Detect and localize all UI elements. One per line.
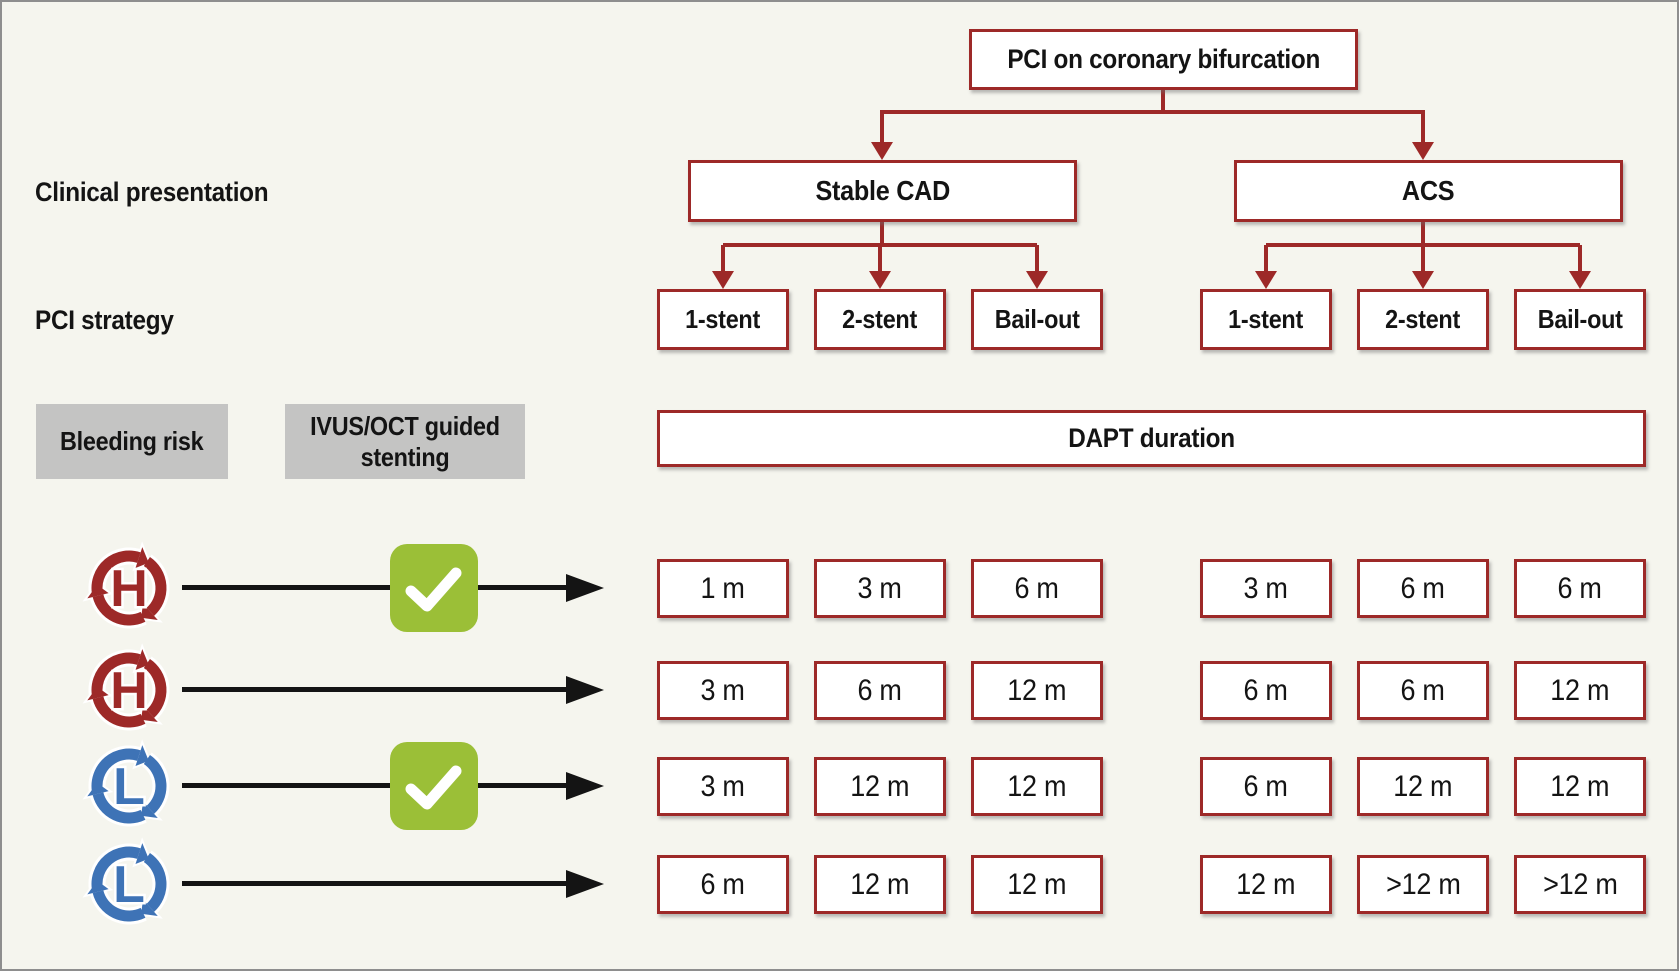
high-bleeding-risk-cycle-icon: H (79, 640, 179, 740)
svg-text:L: L (113, 856, 145, 914)
duration-cell: 6 m (1357, 661, 1489, 720)
duration-cell: 3 m (657, 661, 789, 720)
duration-value: 3 m (700, 673, 746, 707)
strategy-box-2-stent: 2-stent (1357, 289, 1489, 350)
duration-cell: 6 m (1514, 559, 1646, 618)
row-arrowhead-icon (566, 772, 604, 800)
svg-text:H: H (110, 560, 148, 618)
duration-cell: >12 m (1514, 855, 1646, 914)
duration-value: >12 m (1542, 867, 1618, 901)
duration-cell: 6 m (657, 855, 789, 914)
row-arrowhead-icon (566, 676, 604, 704)
duration-value: 6 m (700, 867, 746, 901)
duration-value: 12 m (1007, 673, 1067, 707)
duration-cell: 12 m (1514, 661, 1646, 720)
duration-cell: 6 m (971, 559, 1103, 618)
duration-cell: 3 m (1200, 559, 1332, 618)
clinical-presentation-label: Clinical presentation (35, 177, 294, 208)
ivus-oct-text: IVUS/OCT guided stenting (310, 410, 500, 472)
duration-cell: 1 m (657, 559, 789, 618)
svg-text:H: H (110, 662, 148, 720)
duration-value: 12 m (1393, 769, 1453, 803)
low-bleeding-risk-cycle-icon: L (79, 736, 179, 836)
row-arrow-line (182, 881, 566, 886)
duration-cell: 12 m (1200, 855, 1332, 914)
dapt-duration-header: DAPT duration (657, 410, 1646, 467)
row-arrowhead-icon (566, 574, 604, 602)
row-arrow-line (182, 783, 566, 788)
duration-value: 3 m (857, 571, 903, 605)
duration-cell: 3 m (814, 559, 946, 618)
duration-value: 12 m (1236, 867, 1296, 901)
row-arrow-line (182, 687, 566, 692)
branch-box-acs: ACS (1234, 160, 1623, 222)
duration-value: 6 m (1400, 571, 1446, 605)
checkmark-icon (390, 742, 478, 830)
branch-label: ACS (1402, 175, 1455, 206)
bleeding-risk-header: Bleeding risk (36, 404, 228, 479)
duration-value: 6 m (1243, 673, 1289, 707)
duration-cell: 12 m (971, 855, 1103, 914)
bleeding-risk-text: Bleeding risk (60, 426, 204, 457)
duration-cell: 6 m (1357, 559, 1489, 618)
duration-value: 12 m (1550, 673, 1610, 707)
duration-cell: 12 m (1514, 757, 1646, 816)
duration-value: 12 m (1007, 769, 1067, 803)
duration-value: 6 m (857, 673, 903, 707)
strategy-label: Bail-out (994, 304, 1080, 334)
duration-value: 12 m (850, 867, 910, 901)
dapt-duration-text: DAPT duration (1068, 423, 1235, 453)
low-bleeding-risk-cycle-icon: L (79, 834, 179, 934)
row-arrow-line (182, 585, 566, 590)
strategy-box-1-stent: 1-stent (657, 289, 789, 350)
high-bleeding-risk-cycle-icon: H (79, 538, 179, 638)
duration-cell: 12 m (971, 757, 1103, 816)
strategy-label: 1-stent (1228, 304, 1304, 334)
root-box: PCI on coronary bifurcation (969, 29, 1358, 90)
duration-cell: 12 m (814, 757, 946, 816)
strategy-box-bail-out: Bail-out (971, 289, 1103, 350)
strategy-box-1-stent: 1-stent (1200, 289, 1332, 350)
duration-value: 1 m (700, 571, 746, 605)
branch-box-stable-cad: Stable CAD (688, 160, 1077, 222)
pci-strategy-text: PCI strategy (35, 305, 174, 335)
duration-cell: 12 m (814, 855, 946, 914)
duration-cell: 6 m (814, 661, 946, 720)
row-arrowhead-icon (566, 870, 604, 898)
duration-cell: 3 m (657, 757, 789, 816)
strategy-label: 2-stent (842, 304, 918, 334)
duration-value: >12 m (1385, 867, 1461, 901)
svg-text:L: L (113, 758, 145, 816)
duration-cell: >12 m (1357, 855, 1489, 914)
duration-cell: 12 m (971, 661, 1103, 720)
checkmark-icon (390, 544, 478, 632)
duration-value: 12 m (1550, 769, 1610, 803)
duration-value: 12 m (1007, 867, 1067, 901)
duration-value: 6 m (1557, 571, 1603, 605)
strategy-box-bail-out: Bail-out (1514, 289, 1646, 350)
strategy-label: 2-stent (1385, 304, 1461, 334)
strategy-box-2-stent: 2-stent (814, 289, 946, 350)
ivus-oct-header: IVUS/OCT guided stenting (285, 404, 525, 479)
strategy-label: Bail-out (1537, 304, 1623, 334)
duration-value: 3 m (1243, 571, 1289, 605)
duration-value: 12 m (850, 769, 910, 803)
pci-strategy-label: PCI strategy (35, 305, 189, 336)
duration-cell: 6 m (1200, 757, 1332, 816)
duration-value: 6 m (1400, 673, 1446, 707)
duration-value: 3 m (700, 769, 746, 803)
duration-value: 6 m (1014, 571, 1060, 605)
root-label: PCI on coronary bifurcation (1007, 44, 1320, 74)
duration-value: 6 m (1243, 769, 1289, 803)
clinical-presentation-text: Clinical presentation (35, 177, 269, 207)
branch-label: Stable CAD (815, 175, 950, 206)
strategy-label: 1-stent (685, 304, 761, 334)
duration-cell: 12 m (1357, 757, 1489, 816)
duration-cell: 6 m (1200, 661, 1332, 720)
arrowhead-icons (712, 142, 1591, 289)
